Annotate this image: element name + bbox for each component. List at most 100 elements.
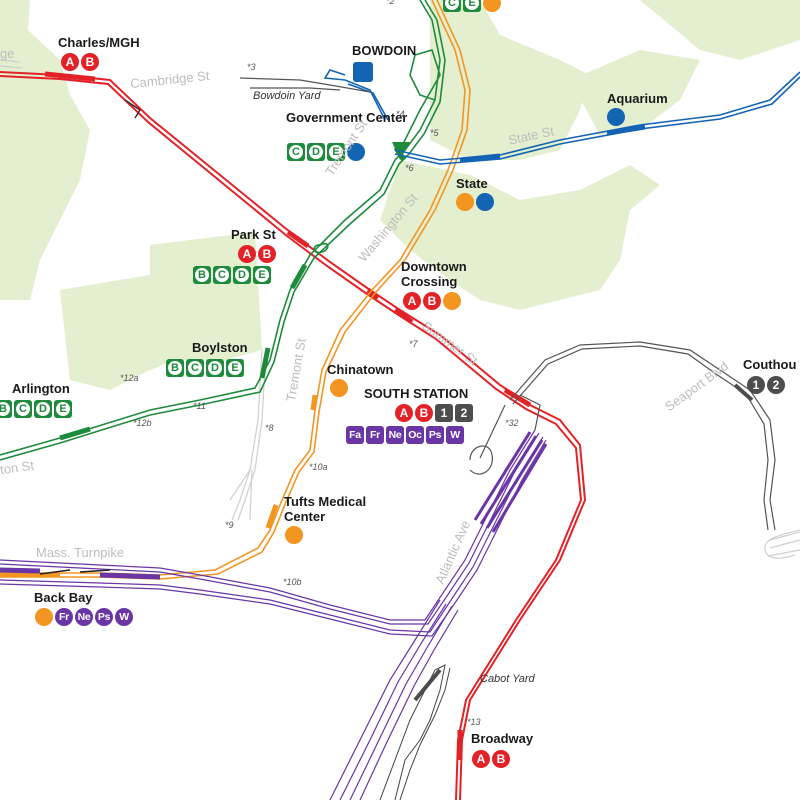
station-back-bay: Back Bay xyxy=(34,590,93,605)
station-south-station: SOUTH STATION xyxy=(364,386,469,401)
minor-track-3 xyxy=(237,349,267,521)
cr-track-3 xyxy=(0,436,544,633)
junction-3: *3 xyxy=(247,62,256,72)
junction-9: *9 xyxy=(225,520,234,530)
red-line xyxy=(0,71,587,800)
bowdoin-track xyxy=(347,83,389,121)
ss-platform-2 xyxy=(479,435,538,525)
route-a-badge-ss: A xyxy=(395,404,413,422)
junction-10b: *10b xyxy=(283,577,302,587)
route-a-badge-broadway: A xyxy=(472,750,490,768)
route-fr-badge: Fr xyxy=(366,426,384,444)
route-c-badge-arlington: C xyxy=(14,400,32,418)
junction-10a: *10a xyxy=(309,462,328,472)
silver-loop xyxy=(469,445,493,475)
platform-park-green xyxy=(289,263,308,290)
downtown-crossing-badges: A B xyxy=(403,292,461,310)
south-station-platforms xyxy=(0,431,548,580)
state-badges xyxy=(456,193,494,211)
route-b-badge-park: B xyxy=(258,245,276,263)
park-st-green-badges: B C D E xyxy=(193,266,271,284)
silver-connector xyxy=(479,404,506,459)
station-broadway: Broadway xyxy=(471,731,534,746)
station-charles-mgh: Charles/MGH xyxy=(58,35,140,50)
route-ne-badge-backbay: Ne xyxy=(75,608,93,626)
turnpike-dashes xyxy=(39,569,111,575)
route-b-green-badge: B xyxy=(193,266,211,284)
blue-platforms xyxy=(459,124,646,163)
orange-line-main xyxy=(0,0,466,576)
minor-tracks xyxy=(0,59,800,559)
route-fr-badge-backbay: Fr xyxy=(55,608,73,626)
station-boylston: Boylston xyxy=(192,340,248,355)
platform-boylston xyxy=(259,347,271,379)
route-ps-badge: Ps xyxy=(426,426,444,444)
route-e-badge-boylston: E xyxy=(226,359,244,377)
blue-line-badge-state xyxy=(476,193,494,211)
platform-park xyxy=(286,229,310,249)
route-1-badge-couthouse: 1 xyxy=(747,376,765,394)
blue-line-main xyxy=(394,71,800,161)
back-bay-badges: Fr Ne Ps W xyxy=(35,608,133,626)
turnpike-dash xyxy=(39,569,111,575)
junction-6: *6 xyxy=(405,163,414,173)
boylston-badges: B C D E xyxy=(166,359,244,377)
platform-chinatown xyxy=(310,394,318,411)
orange-line-badge-dtx xyxy=(443,292,461,310)
red-platforms xyxy=(44,71,532,760)
silver-line-2 xyxy=(512,345,769,531)
greenway xyxy=(380,160,660,310)
minor-track-5 xyxy=(767,531,800,557)
route-b-badge: B xyxy=(81,53,99,71)
junction-12b: *12b xyxy=(133,418,152,428)
junction-4: *4 xyxy=(396,109,405,119)
route-a-badge: A xyxy=(61,53,79,71)
cabot-yard xyxy=(379,664,451,800)
parks xyxy=(0,0,800,390)
tufts-orange-badge xyxy=(285,526,303,544)
minor-track-4 xyxy=(229,469,253,521)
platform-south xyxy=(503,387,532,408)
platform-couthouse xyxy=(733,383,754,402)
park-west xyxy=(0,0,90,300)
platform-dtx-2 xyxy=(393,307,414,325)
route-b-badge-dtx: B xyxy=(423,292,441,310)
charles-mgh-badges: A B xyxy=(61,53,99,71)
platform-aquarium xyxy=(606,124,646,136)
route-ne-badge: Ne xyxy=(386,426,404,444)
route-w-badge-backbay: W xyxy=(115,608,133,626)
route-2-badge-couthouse: 2 xyxy=(767,376,785,394)
street-mass-turnpike: Mass. Turnpike xyxy=(36,545,125,560)
route-c-badge: C xyxy=(287,143,305,161)
cr-track-south-1 xyxy=(329,599,441,800)
broadway-badges: A B xyxy=(472,750,510,768)
park-st-red-badges: A B xyxy=(238,245,276,263)
route-c-green-badge: C xyxy=(213,266,231,284)
route-d-badge-boylston: D xyxy=(206,359,224,377)
green-line-main xyxy=(0,0,441,456)
red-line-main xyxy=(0,71,587,800)
ss-platform-1 xyxy=(473,431,532,521)
platform-dtx-1 xyxy=(366,288,380,300)
cr-track-south-3 xyxy=(349,605,453,800)
station-chinatown: Chinatown xyxy=(327,362,394,377)
minor-track-1 xyxy=(0,59,23,69)
junction-2: *2 xyxy=(386,0,395,6)
silver-lines xyxy=(239,77,776,531)
bowdoin-yard-track-1 xyxy=(239,77,371,93)
top-partial-badges: C E xyxy=(443,0,501,12)
station-aquarium: Aquarium xyxy=(607,91,668,106)
yard-bowdoin: Bowdoin Yard xyxy=(253,90,321,102)
platform-state xyxy=(459,153,501,163)
route-d-green-badge: D xyxy=(233,266,251,284)
arlington-badges: B C D E xyxy=(0,400,72,418)
junction-32: *32 xyxy=(505,418,519,428)
blue-line-badge xyxy=(347,143,365,161)
park-waterfront xyxy=(570,50,700,135)
orange-line-badge-top xyxy=(483,0,501,12)
junction-12a: *12a xyxy=(120,373,139,383)
junction-7: *7 xyxy=(409,339,418,349)
orange-line xyxy=(0,0,471,580)
